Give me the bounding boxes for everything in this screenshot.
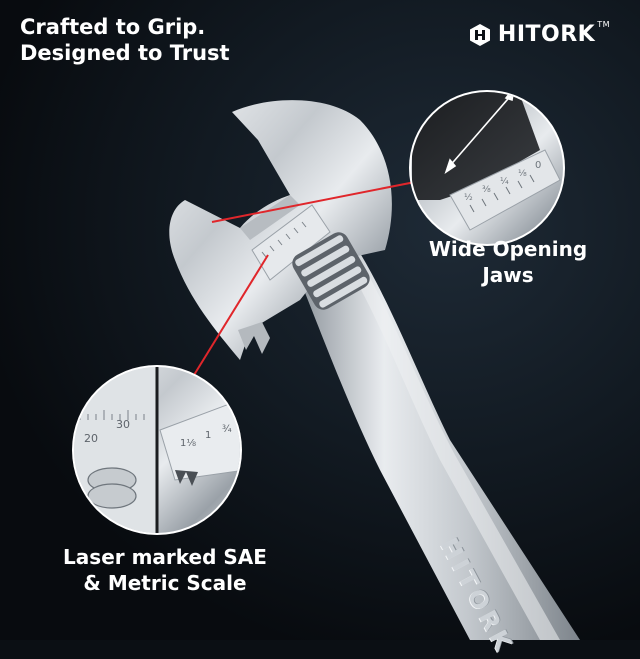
pointer-line-jaws: [211, 181, 416, 223]
brand-logo: HITORK TM: [468, 20, 614, 47]
wrench-handle: [300, 245, 580, 640]
zoom-circle-scale: 20 30 1⅛ 1 ¾: [72, 365, 242, 535]
pointer-line-scale: [193, 254, 269, 376]
headline-line-2: Designed to Trust: [20, 41, 230, 65]
scale-mark-0: 0: [535, 160, 541, 171]
headline: Crafted to Grip. Designed to Trust: [20, 14, 230, 66]
sae-mark-1-1-8: 1⅛: [180, 438, 196, 449]
callout-scale-line-1: Laser marked SAE: [63, 545, 267, 569]
callout-jaws-line-2: Jaws: [482, 263, 534, 287]
metric-mark-20: 20: [84, 432, 98, 445]
scale-mark-2: ¼: [500, 177, 509, 187]
metric-mark-30: 30: [116, 418, 130, 431]
zoom-circle-jaws: 0 ⅛ ¼ ⅜ ½: [409, 90, 565, 246]
scale-mark-1: ⅛: [518, 169, 527, 179]
scale-mark-3: ⅜: [482, 185, 491, 195]
worm-screw: [292, 232, 370, 310]
sae-mark-1: 1: [205, 430, 211, 441]
callout-laser-scale: Laser marked SAE & Metric Scale: [52, 544, 278, 596]
scale-mark-4: ½: [464, 193, 473, 203]
callout-jaws-line-1: Wide Opening: [428, 237, 588, 261]
callout-scale-line-2: & Metric Scale: [83, 571, 247, 595]
brand-name: HITORK: [497, 22, 596, 47]
hitork-logo-icon: [469, 23, 490, 46]
callout-wide-opening-jaws: Wide Opening Jaws: [420, 236, 596, 288]
trademark-symbol: TM: [597, 20, 610, 29]
product-scene: 0 ⅛ ¼ ⅜ ½: [72, 90, 580, 640]
headline-line-1: Crafted to Grip.: [20, 15, 206, 39]
wrench-head: [169, 100, 392, 361]
sae-mark-3-4: ¾: [222, 424, 232, 435]
